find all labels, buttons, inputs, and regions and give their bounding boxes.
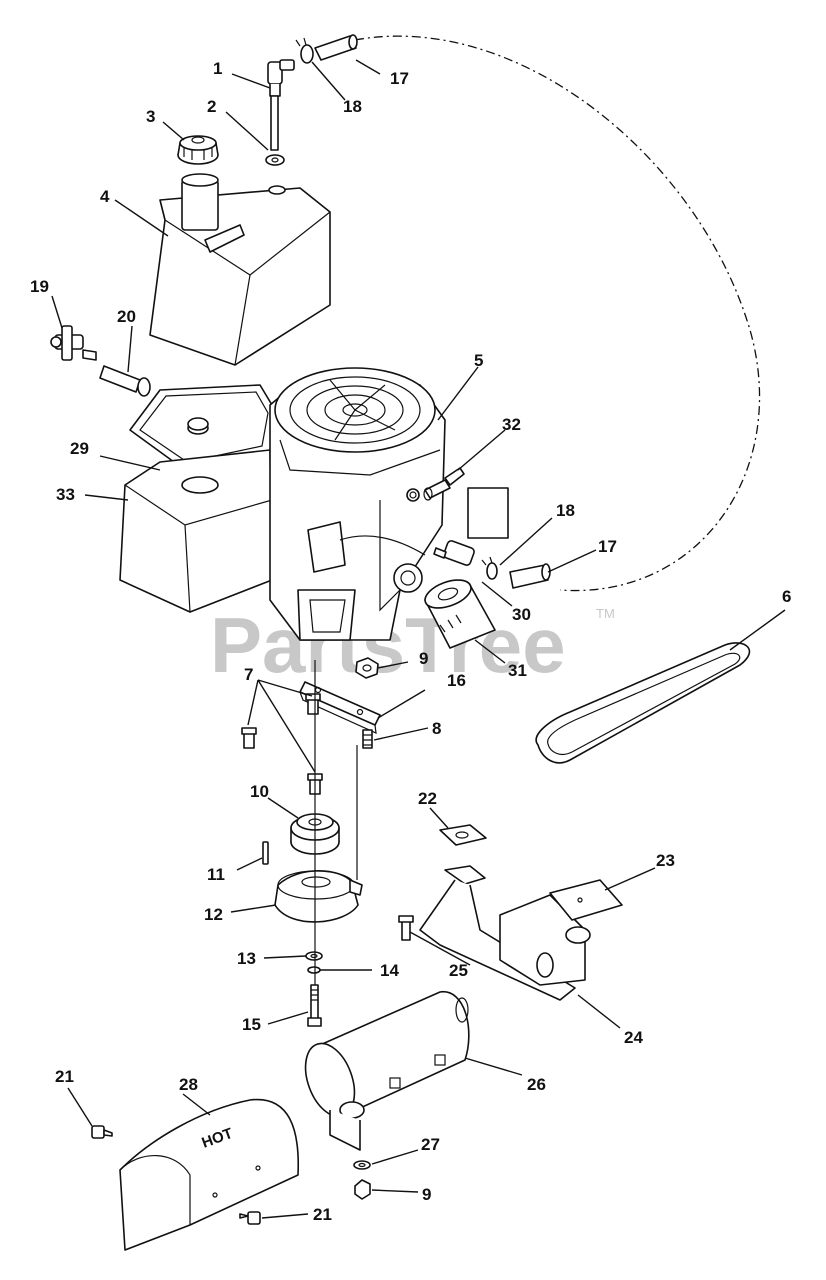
part-25-bolt[interactable] [398,915,414,941]
callout-18-right: 18 [556,501,575,520]
callout-33: 33 [56,485,75,504]
callout-6: 6 [782,587,791,606]
callout-18-top: 18 [343,97,362,116]
part-18-clamp-right[interactable] [481,556,498,580]
callout-1: 1 [213,59,222,78]
part-27-washer[interactable] [353,1160,371,1170]
callout-29: 29 [70,439,89,458]
fuel-line-path [354,35,761,592]
part-5-engine[interactable] [269,367,446,641]
callout-17-right: 17 [598,537,617,556]
part-14-lock-washer[interactable] [307,966,321,974]
callout-16: 16 [447,671,466,690]
callout-9-upper: 9 [419,649,428,668]
callout-22: 22 [418,789,437,808]
decal-plate [467,487,509,539]
callout-20: 20 [117,307,136,326]
part-21-screw-lower[interactable] [239,1211,261,1225]
callout-26: 26 [527,1075,546,1094]
callout-9-lower: 9 [422,1185,431,1204]
part-13-washer[interactable] [305,951,323,961]
part-17-hose-right[interactable] [509,563,551,589]
part-3-fuel-cap[interactable] [177,135,219,165]
callout-4: 4 [100,187,110,206]
part-4-fuel-tank[interactable] [149,173,331,366]
callout-21-lower: 21 [313,1205,332,1224]
part-30-inline-fuel-filter[interactable] [433,540,475,566]
part-9-nut-lower[interactable] [354,1179,371,1200]
part-31-oil-filter[interactable] [421,575,496,649]
callout-labels: 1 2 3 4 5 6 7 8 9 9 10 11 12 13 14 15 16… [30,59,791,1224]
callout-5: 5 [474,351,483,370]
callout-8: 8 [432,719,441,738]
part-24-exhaust-pipe[interactable] [419,865,591,1001]
part-15-bolt[interactable] [307,984,322,1027]
callout-15: 15 [242,1015,261,1034]
part-8-bolt[interactable] [362,729,373,749]
callout-13: 13 [237,949,256,968]
part-22-exhaust-gasket[interactable] [439,824,487,846]
part-20-fuel-filter[interactable] [99,365,151,397]
callout-21-upper: 21 [55,1067,74,1086]
part-7-bolt-a[interactable] [241,727,257,749]
part-33-air-cleaner-base[interactable] [119,449,273,613]
callout-23: 23 [656,851,675,870]
callout-7: 7 [244,665,253,684]
watermark-trademark: TM [596,606,615,621]
callout-27: 27 [421,1135,440,1154]
part-17-hose-top[interactable] [314,34,358,61]
callout-14: 14 [380,961,399,980]
part-19-shutoff-valve[interactable] [50,325,97,361]
part-7-bolt-b[interactable] [305,693,321,715]
callout-12: 12 [204,905,223,924]
part-12-clutch[interactable] [274,869,363,923]
leader-lines [51,59,786,1219]
callout-2: 2 [207,97,216,116]
part-2-pickup-tube[interactable] [265,95,285,166]
part-28-muffler-guard[interactable] [119,1098,300,1251]
callout-19: 19 [30,277,49,296]
callout-10: 10 [250,782,269,801]
part-1-elbow-fitting[interactable] [267,59,295,97]
callout-3: 3 [146,107,155,126]
part-32-spark-plug[interactable] [423,467,465,501]
part-21-screw-upper[interactable] [91,1125,113,1139]
part-23-heat-shield[interactable] [549,879,623,921]
part-6-drive-belt[interactable] [535,642,751,764]
callout-32: 32 [502,415,521,434]
callout-25: 25 [449,961,468,980]
part-18-clamp-top[interactable] [295,37,314,64]
callout-31: 31 [508,661,527,680]
callout-24: 24 [624,1028,643,1047]
callout-28: 28 [179,1075,198,1094]
part-26-muffler[interactable] [296,991,470,1151]
callout-30: 30 [512,605,531,624]
callout-11: 11 [207,865,225,884]
callout-17-top: 17 [390,69,409,88]
part-11-key[interactable] [262,841,269,865]
part-9-nut-upper[interactable] [355,657,379,679]
part-16-bracket[interactable] [299,681,381,734]
